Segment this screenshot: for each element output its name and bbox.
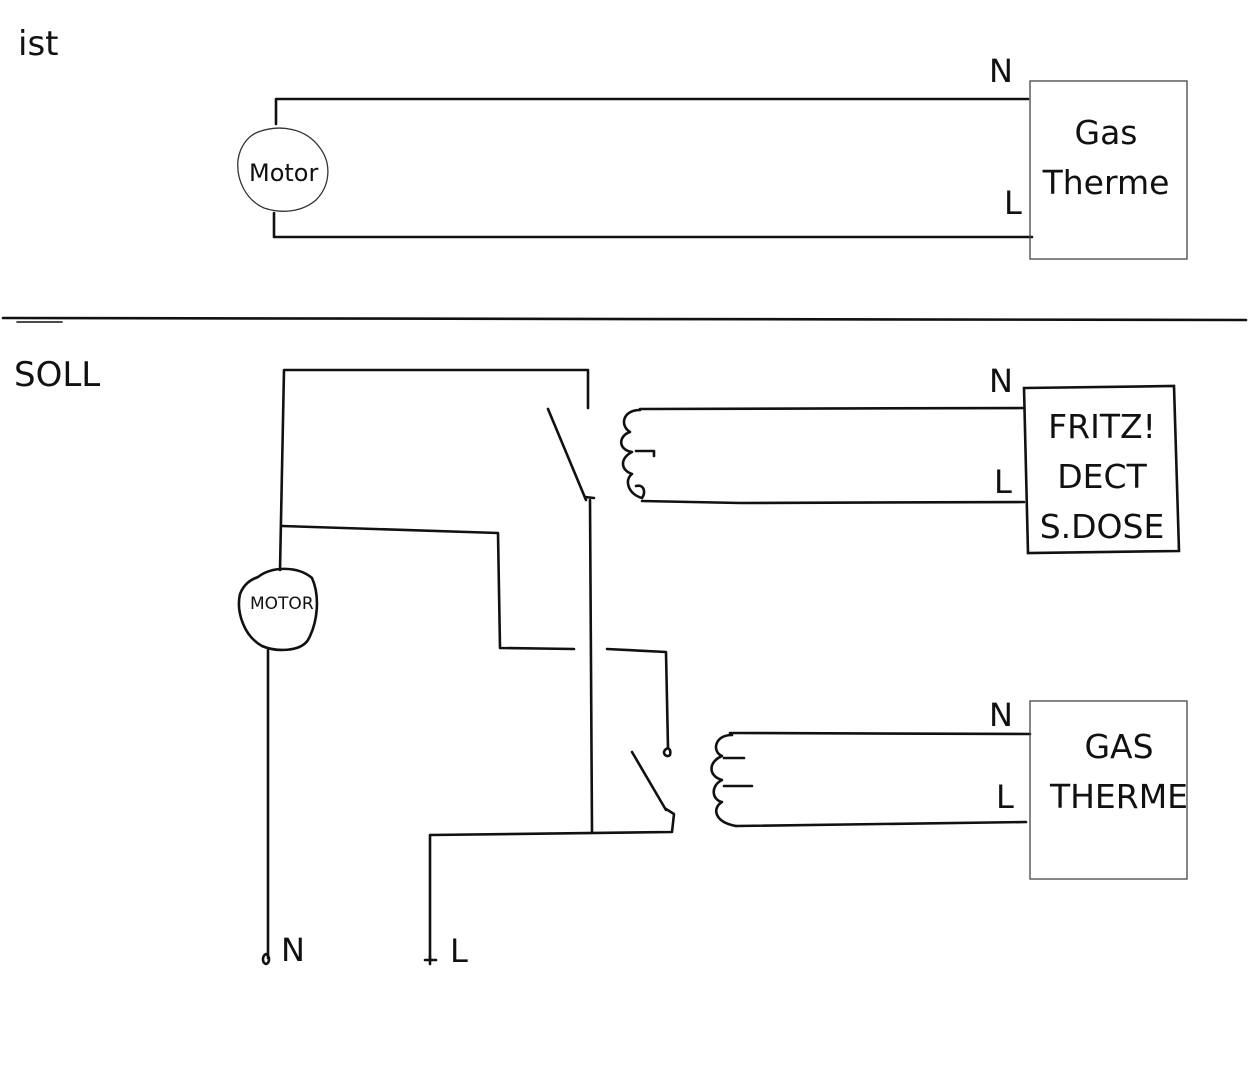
ist-gas-therme-line2: Therme [1042, 163, 1170, 202]
soll-fritz-line3: S.DOSE [1040, 507, 1165, 546]
soll-supply-n-terminal [261, 952, 271, 966]
soll-relay2-switch-blade [630, 750, 668, 812]
soll-relay1-n-wire [638, 406, 1026, 411]
soll-fritz-line2: DECT [1057, 457, 1147, 496]
soll-relay2-contact-wire [605, 647, 670, 750]
soll-motor-top-wire [278, 368, 590, 572]
ist-gas-therme-line1: Gas [1075, 113, 1138, 152]
soll-relay2-contact-point [662, 747, 672, 758]
soll-relay2-l-wire [734, 820, 1028, 828]
soll-relay1-pivot [583, 495, 596, 500]
soll-gas-line2: THERME [1049, 777, 1188, 816]
soll-fritz-line1: FRITZ! [1048, 407, 1156, 446]
soll-label: SOLL [14, 355, 100, 395]
soll-gas-pin-l: L [996, 778, 1014, 816]
soll-fritz-pin-n: N [989, 362, 1013, 400]
ist-pin-l: L [1004, 184, 1022, 222]
soll-relay2-coil [710, 733, 738, 828]
ist-section: ist Motor Gas Therme N L [18, 24, 1188, 260]
soll-fritz-dect-box [1022, 384, 1181, 555]
ist-l-wire [272, 211, 1034, 239]
soll-l-bus-vertical [588, 498, 594, 834]
ist-gas-therme-box [1029, 80, 1188, 260]
ist-pin-n: N [989, 52, 1013, 90]
soll-motor-label: MOTOR [250, 594, 314, 614]
soll-relay1-coil-tick [634, 449, 656, 458]
ist-n-wire [274, 97, 1030, 126]
section-divider [1, 316, 1248, 322]
soll-gas-line1: GAS [1084, 727, 1153, 766]
soll-fritz-pin-l: L [994, 463, 1012, 501]
ist-label: ist [18, 24, 59, 64]
soll-motor-symbol [237, 567, 319, 652]
soll-supply-l-label: L [450, 932, 468, 970]
soll-supply-n-label: N [281, 931, 305, 969]
ist-motor-label: Motor [249, 159, 318, 187]
soll-relay1-switch-blade [546, 407, 588, 502]
soll-motor-tap-wire [280, 524, 576, 651]
soll-section: SOLL N MOTOR FRITZ! DECT S.DOSE N L L [14, 355, 1188, 970]
soll-gas-pin-n: N [989, 696, 1013, 734]
soll-supply-l-terminal [423, 954, 438, 966]
ist-motor-symbol [237, 127, 329, 212]
soll-relay2-n-wire [728, 731, 1032, 736]
soll-relay1-l-wire [640, 499, 1026, 505]
soll-gas-therme-box [1029, 700, 1188, 880]
soll-supply-l-wire [428, 807, 676, 960]
soll-relay2-coil-ticks [722, 756, 754, 788]
soll-relay1-coil [619, 408, 646, 500]
